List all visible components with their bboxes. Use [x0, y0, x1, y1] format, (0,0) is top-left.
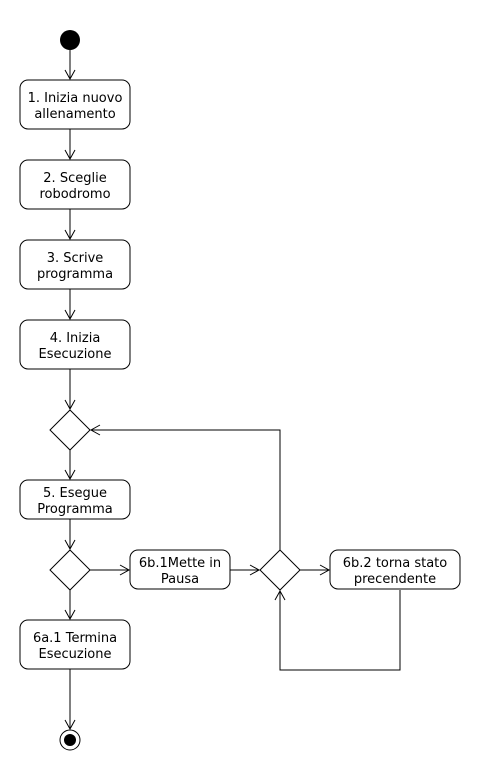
action-node-esegue-programma: 5. Esegue Programma — [19, 479, 131, 520]
action-label-line2: precendente — [354, 572, 436, 587]
edge-d3-d1-loop — [89, 424, 281, 550]
action-label-line1: 6b.2 torna stato — [343, 556, 447, 571]
action-node-inizia-allenamento: 1. Inizia nuovo allenamento — [19, 79, 131, 130]
action-node-sceglie-robodromo: 2. Sceglie robodromo — [19, 159, 131, 210]
action-label-line1: 3. Scrive — [47, 251, 104, 266]
decision-node-2 — [49, 549, 91, 591]
action-node-torna-stato-precedente: 6b.2 torna stato precendente — [329, 549, 461, 590]
action-node-termina-esecuzione: 6a.1 Termina Esecuzione — [19, 619, 131, 670]
action-node-inizia-esecuzione: 4. Inizia Esecuzione — [19, 319, 131, 370]
initial-node — [60, 30, 80, 50]
edge-a6b2-d3-loop — [274, 589, 401, 671]
action-label-line2: programma — [37, 267, 113, 282]
action-label-line2: Pausa — [161, 572, 199, 587]
action-label-line2: Programma — [37, 502, 112, 517]
action-node-mette-in-pausa: 6b.1Mette in Pausa — [129, 549, 231, 590]
action-label-line1: 5. Esegue — [43, 486, 107, 501]
action-label-line2: allenamento — [34, 107, 115, 122]
action-label-line1: 1. Inizia nuovo — [28, 91, 123, 106]
edges — [64, 50, 401, 731]
action-node-scrive-programma: 3. Scrive programma — [19, 239, 131, 290]
action-label-line1: 6b.1Mette in — [139, 556, 221, 571]
action-label-line1: 4. Inizia — [50, 331, 101, 346]
decision-node-1 — [49, 409, 91, 451]
action-label-line2: Esecuzione — [39, 647, 112, 662]
decision-node-3 — [259, 549, 301, 591]
action-label-line1: 2. Sceglie — [43, 171, 106, 186]
final-node — [59, 729, 81, 751]
action-label-line2: Esecuzione — [39, 347, 112, 362]
action-label-line2: robodromo — [39, 187, 110, 202]
action-label-line1: 6a.1 Termina — [33, 631, 117, 646]
